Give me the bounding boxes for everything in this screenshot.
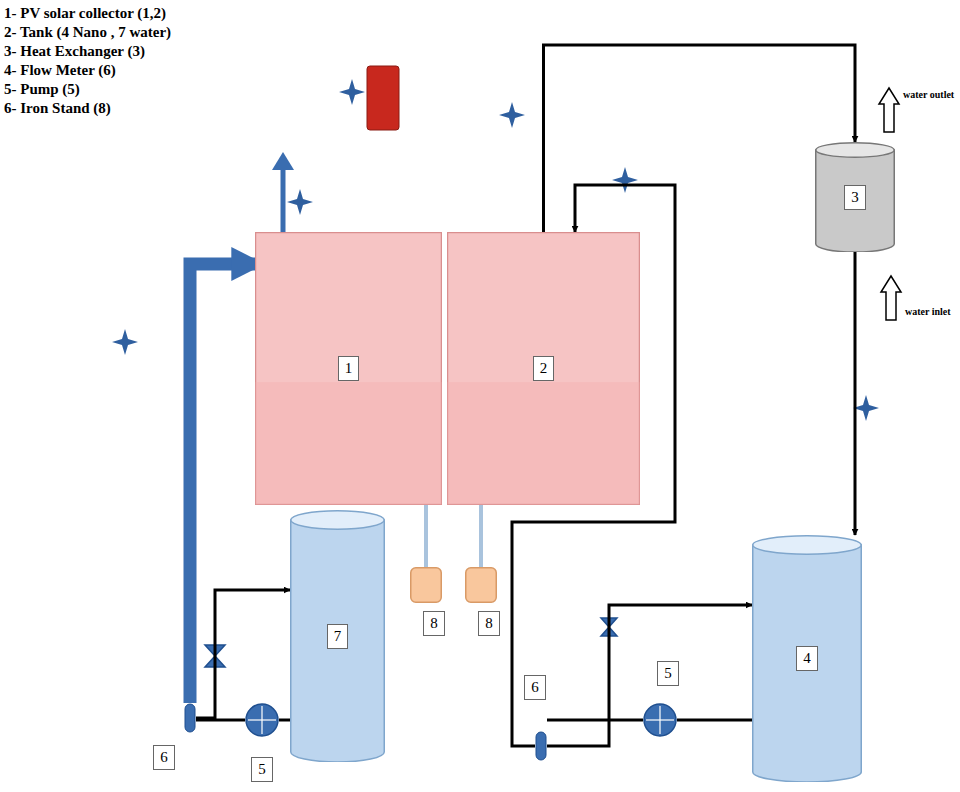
pv-panel: 2 bbox=[447, 232, 640, 505]
iron-stand: 8 bbox=[410, 567, 442, 603]
nano-tank: 4 bbox=[752, 535, 862, 782]
callout-number: 6 bbox=[153, 745, 175, 770]
legend-line: 4- Flow Meter (6) bbox=[4, 61, 116, 80]
flow-meter: 6 bbox=[184, 703, 196, 733]
pipe-line bbox=[196, 590, 290, 718]
port-label: water outlet bbox=[903, 89, 954, 100]
water-inlet-arrow bbox=[881, 276, 901, 320]
flow-meter: 6 bbox=[535, 731, 547, 761]
pump: 5 bbox=[643, 703, 677, 737]
red-block bbox=[367, 66, 399, 130]
pipe-line bbox=[854, 252, 857, 535]
water-outlet-arrow bbox=[879, 88, 899, 132]
stand-shape bbox=[410, 567, 442, 603]
pump-shape bbox=[245, 703, 279, 737]
pipe-line bbox=[547, 605, 752, 746]
panel-outlet-arrow bbox=[272, 152, 294, 232]
support-post bbox=[424, 505, 428, 567]
legend-line: 2- Tank (4 Nano , 7 water) bbox=[4, 23, 171, 42]
pump-shape bbox=[643, 703, 677, 737]
port-label: water inlet bbox=[905, 306, 951, 317]
pipe-line bbox=[677, 719, 752, 722]
heat-exchanger: 3 bbox=[815, 142, 895, 252]
legend-line: 6- Iron Stand (8) bbox=[4, 99, 111, 118]
iron-stand: 8 bbox=[465, 567, 497, 603]
fm-shape bbox=[535, 731, 547, 761]
legend-line: 3- Heat Exchanger (3) bbox=[4, 42, 145, 61]
water-tank: 7 bbox=[290, 510, 385, 762]
callout-number: 7 bbox=[327, 624, 349, 649]
callout-number: 5 bbox=[657, 661, 679, 686]
support-post bbox=[479, 505, 483, 567]
pv-panel: 1 bbox=[255, 232, 442, 505]
legend-line: 1- PV solar collector (1,2) bbox=[4, 4, 166, 23]
fm-shape bbox=[184, 703, 196, 733]
pipe-line bbox=[279, 719, 290, 722]
legend-line: 5- Pump (5) bbox=[4, 80, 80, 99]
supply-pipe bbox=[190, 264, 255, 703]
callout-number: 1 bbox=[338, 356, 360, 381]
callout-number: 4 bbox=[796, 646, 818, 671]
callout-number: 2 bbox=[533, 356, 555, 381]
stand-shape bbox=[465, 567, 497, 603]
callout-number: 6 bbox=[524, 675, 546, 700]
callout-number: 8 bbox=[423, 611, 445, 636]
pipe-line bbox=[547, 719, 643, 722]
pipe-line bbox=[544, 45, 856, 232]
callout-number: 5 bbox=[251, 757, 273, 782]
callout-number: 8 bbox=[478, 611, 500, 636]
pump: 5 bbox=[245, 703, 279, 737]
callout-number: 3 bbox=[844, 185, 866, 210]
